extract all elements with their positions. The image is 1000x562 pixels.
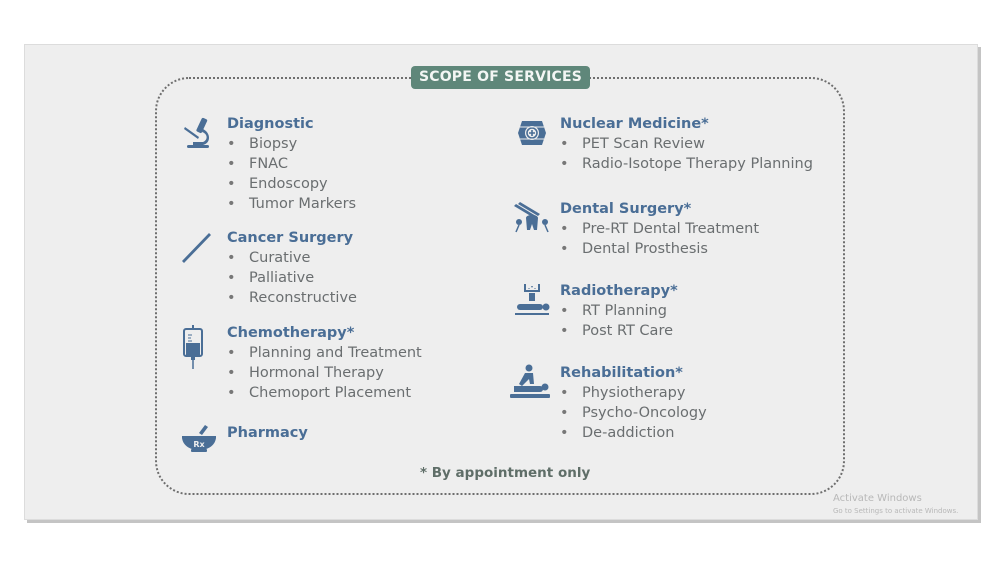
section-heading: Nuclear Medicine* [560,116,709,132]
watermark-title: Activate Windows [833,493,922,504]
mortar-pestle-rx-icon: Rx [182,425,216,452]
list-item: Physiotherapy [560,383,707,403]
item-list: Biopsy FNAC Endoscopy Tumor Markers [227,134,356,214]
watermark-subtitle: Go to Settings to activate Windows. [833,507,959,515]
iv-bag-icon [183,325,203,369]
section-heading: Radiotherapy* [560,283,678,299]
list-item: De-addiction [560,423,707,443]
section-heading: Dental Surgery* [560,201,692,217]
nuclear-scanner-icon [518,121,546,145]
activate-windows-watermark: Activate Windows Go to Settings to activ… [833,493,958,517]
list-item: Biopsy [227,134,356,154]
section-heading: Cancer Surgery [227,230,354,246]
list-item: Hormonal Therapy [227,363,422,383]
list-item: Curative [227,248,357,268]
list-item: Endoscopy [227,174,356,194]
footnote: * By appointment only [420,465,591,481]
item-list: Physiotherapy Psycho-Oncology De-addicti… [560,383,707,443]
list-item: Radio-Isotope Therapy Planning [560,154,813,174]
section-heading: Rehabilitation* [560,365,683,381]
list-item: Planning and Treatment [227,343,422,363]
list-item: FNAC [227,154,356,174]
item-list: Curative Palliative Reconstructive [227,248,357,308]
list-item: Dental Prosthesis [560,239,759,259]
section-heading: Pharmacy [227,425,308,441]
item-list: PET Scan Review Radio-Isotope Therapy Pl… [560,134,813,174]
item-list: Pre-RT Dental Treatment Dental Prosthesi… [560,219,759,259]
dental-tooth-icon [514,202,549,233]
radiation-machine-icon [515,284,550,315]
list-item: Psycho-Oncology [560,403,707,423]
list-item: PET Scan Review [560,134,813,154]
scalpel-icon [182,233,211,263]
section-heading: Diagnostic [227,116,314,132]
item-list: Planning and Treatment Hormonal Therapy … [227,343,422,403]
section-heading: Chemotherapy* [227,325,355,341]
slide-title: SCOPE OF SERVICES [411,66,590,89]
list-item: Palliative [227,268,357,288]
physiotherapy-icon [510,364,550,398]
microscope-icon [184,117,209,148]
list-item: RT Planning [560,301,673,321]
list-item: Pre-RT Dental Treatment [560,219,759,239]
item-list: RT Planning Post RT Care [560,301,673,341]
list-item: Chemoport Placement [227,383,422,403]
list-item: Reconstructive [227,288,357,308]
list-item: Post RT Care [560,321,673,341]
svg-text:Rx: Rx [193,440,205,449]
list-item: Tumor Markers [227,194,356,214]
